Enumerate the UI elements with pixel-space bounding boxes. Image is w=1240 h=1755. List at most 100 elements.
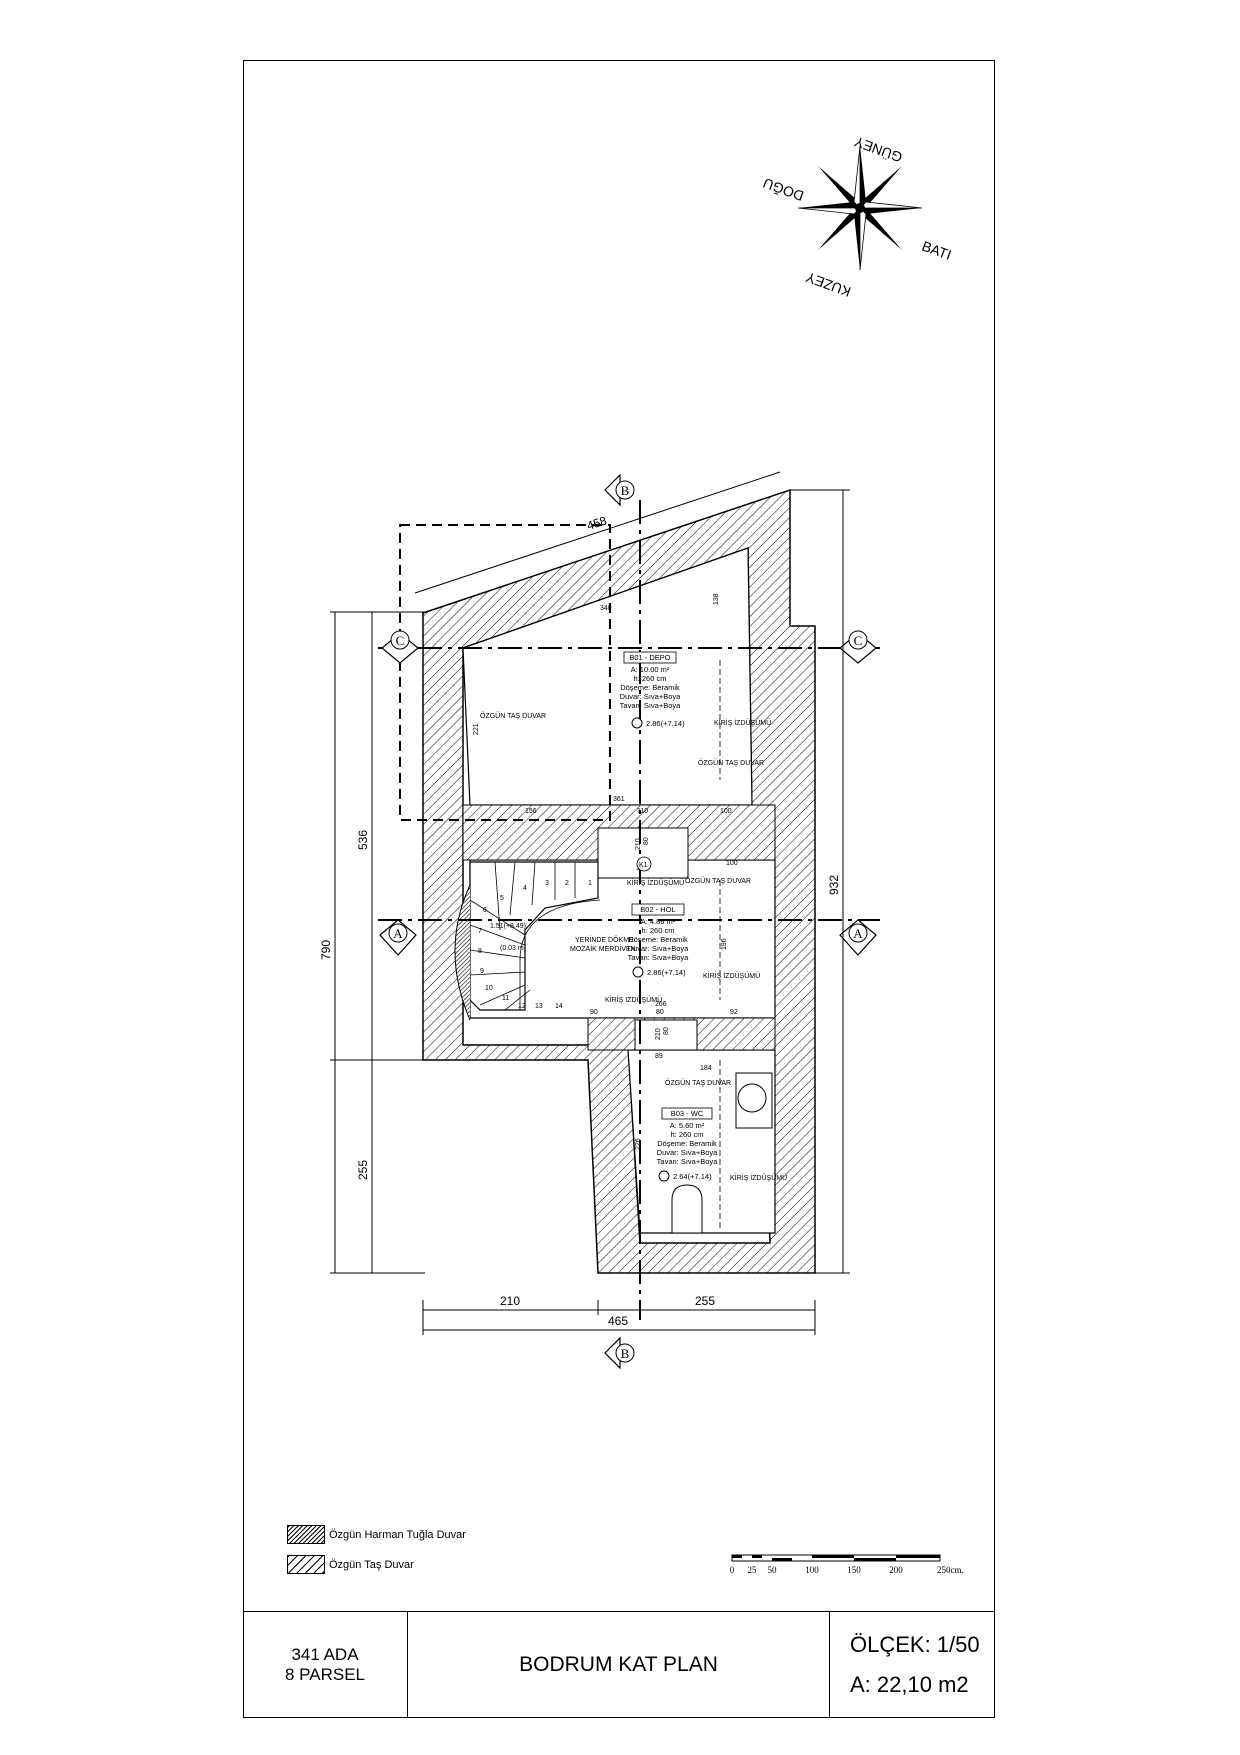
level-marker-icon [631, 717, 643, 729]
stair-curve-wall [454, 884, 471, 1021]
room-ceiling: Tavan: Sıva+Boya [620, 701, 681, 710]
room-floor: Döşeme: Beramik [620, 683, 680, 692]
inner-dim: 266 [655, 1001, 667, 1008]
stair-step: 5 [500, 895, 504, 902]
room-label-wc: B03 - WC A: 5.60 m² h: 260 cm Döşeme: Be… [657, 1107, 718, 1182]
inner-dim: 156 [525, 808, 537, 815]
stair-step: 10 [485, 985, 493, 992]
section-marker-b-bottom: B [604, 1336, 635, 1370]
sink-counter [735, 1072, 773, 1129]
room-area: A: 4.86 m² [641, 917, 676, 926]
section-marker-a-left: A [379, 919, 417, 956]
inner-dim: 361 [613, 796, 625, 803]
inner-dim: 90 [590, 1009, 598, 1016]
note-beam-trace: KİRİŞ İZDÜŞÜMÜ [605, 995, 662, 1004]
dim-bottom-left: 210 [500, 1294, 520, 1308]
title-block-scale: ÖLÇEK: 1/50 A: 22,10 m2 [830, 1612, 993, 1717]
stair-treads [469, 861, 601, 1011]
stair-step: 11 [502, 995, 509, 1002]
inner-dim: 138 [713, 593, 720, 605]
scale-bar: 0 25 50 100 150 200 250cm. [730, 1554, 964, 1575]
section-marker-c-left: C [381, 630, 419, 664]
note-stone-wall: ÖZGÜN TAŞ DUVAR [480, 712, 546, 720]
inner-dim: 221 [473, 723, 480, 735]
room-name: B01 - DEPO [629, 653, 670, 662]
sheet-frame [243, 60, 995, 1718]
scale-tick: 100 [805, 1565, 819, 1575]
toilet-icon [671, 1184, 703, 1234]
stair-step: 2 [565, 880, 569, 887]
brick-hatch-swatch [287, 1525, 325, 1544]
scale-tick: 50 [768, 1565, 778, 1575]
note-beam-trace: KİRİŞ İZDÜŞÜMÜ [627, 878, 684, 887]
inner-dimensions: 340 138 221 156 110 100 361 80 210 110 1… [473, 593, 738, 1150]
room-wall: Duvar: Sıva+Boya [657, 1148, 718, 1157]
section-a-right-label: A [853, 926, 863, 941]
room-name: B02 - HOL [640, 905, 675, 914]
note-stair-step: (0.03 m) [500, 945, 526, 952]
section-b-top-label: B [621, 483, 630, 498]
room-ceiling: Tavan: Sıva+Boya [657, 1157, 718, 1166]
section-b-bottom-label: B [621, 1346, 630, 1361]
wc-door-opening [634, 1019, 698, 1051]
title-block: 341 ADA 8 PARSEL BODRUM KAT PLAN ÖLÇEK: … [243, 1611, 995, 1718]
section-markers: C C A A B B [379, 473, 877, 1370]
stair-step: 1 [588, 880, 592, 887]
note-stair: YERİNDE DÖKME [575, 935, 634, 944]
section-c-left-label: C [396, 633, 405, 648]
section-marker-b-top: B [604, 473, 635, 507]
inner-dim: 210 [635, 838, 642, 850]
inner-dim: 80 [663, 1027, 670, 1035]
scale-tick: 0 [730, 1565, 735, 1575]
dimension-lines [330, 471, 850, 1335]
dashed-removed-outline [399, 524, 611, 821]
stair-step: 4 [523, 885, 527, 892]
stair-step: 14 [555, 1003, 563, 1010]
scale-tick: 200 [889, 1565, 903, 1575]
note-stair-level: 1.51(+8.49) [490, 923, 526, 930]
dim-right-total: 932 [827, 875, 841, 895]
stair-step: 8 [478, 948, 482, 955]
room-floor: Döşeme: Beramik [657, 1139, 717, 1148]
dim-bottom-right: 255 [695, 1294, 715, 1308]
legend-brick-label: Özgün Harman Tuğla Duvar [329, 1528, 466, 1541]
room-label-hol: B02 - HOL A: 4.86 m² h: 260 cm Döşeme: B… [628, 903, 689, 978]
level-marker-icon [658, 1170, 670, 1182]
area-label: A: 22,10 m2 [850, 1671, 969, 1697]
stair-step: 7 [478, 928, 482, 935]
note-stone-wall: ÖZGÜN TAŞ DUVAR [698, 759, 764, 767]
parsel-label: 8 PARSEL [284, 1664, 365, 1684]
legend-stone: Özgün Taş Duvar [287, 1555, 414, 1574]
inner-dim: 110 [637, 808, 648, 815]
dim-top-slope: 458 [585, 513, 609, 533]
section-marker-a-right: A [839, 919, 877, 956]
room-name: B03 - WC [671, 1109, 704, 1118]
stair-step-numbers: 1 2 3 4 5 6 7 8 9 10 11 12 13 14 [478, 880, 592, 1010]
sink-icon [737, 1083, 767, 1113]
scale-label: ÖLÇEK: 1/50 [850, 1631, 980, 1657]
note-beam-trace: KİRİŞ İZDÜŞÜMÜ [730, 1173, 787, 1182]
dim-left-upper: 536 [356, 830, 370, 850]
inner-dim: 92 [730, 1009, 738, 1016]
stair-step: 9 [480, 968, 484, 975]
door-code-marker [636, 856, 652, 872]
room-wall: Duvar: Sıva+Boya [620, 692, 681, 701]
walls [422, 488, 816, 1274]
title-block-title: BODRUM KAT PLAN [408, 1612, 830, 1717]
dim-left-lower: 255 [356, 1160, 370, 1180]
inner-dim: 80 [643, 837, 650, 845]
inner-dim: 226 [635, 1138, 642, 1150]
room-level: 2.86(+7.14) [646, 719, 685, 728]
title-block-parcel: 341 ADA 8 PARSEL [243, 1612, 408, 1717]
stair-step: 6 [483, 907, 487, 914]
dim-left-total: 790 [319, 940, 333, 960]
stone-hatch-swatch [287, 1555, 325, 1574]
inner-dim: 196 [721, 938, 728, 950]
stair-step: 13 [535, 1003, 543, 1010]
legend-brick: Özgün Harman Tuğla Duvar [287, 1525, 466, 1544]
section-c-right-label: C [854, 633, 863, 648]
legend-stone-label: Özgün Taş Duvar [329, 1558, 414, 1571]
scale-tick: 25 [748, 1565, 758, 1575]
section-marker-c-right: C [839, 630, 877, 664]
